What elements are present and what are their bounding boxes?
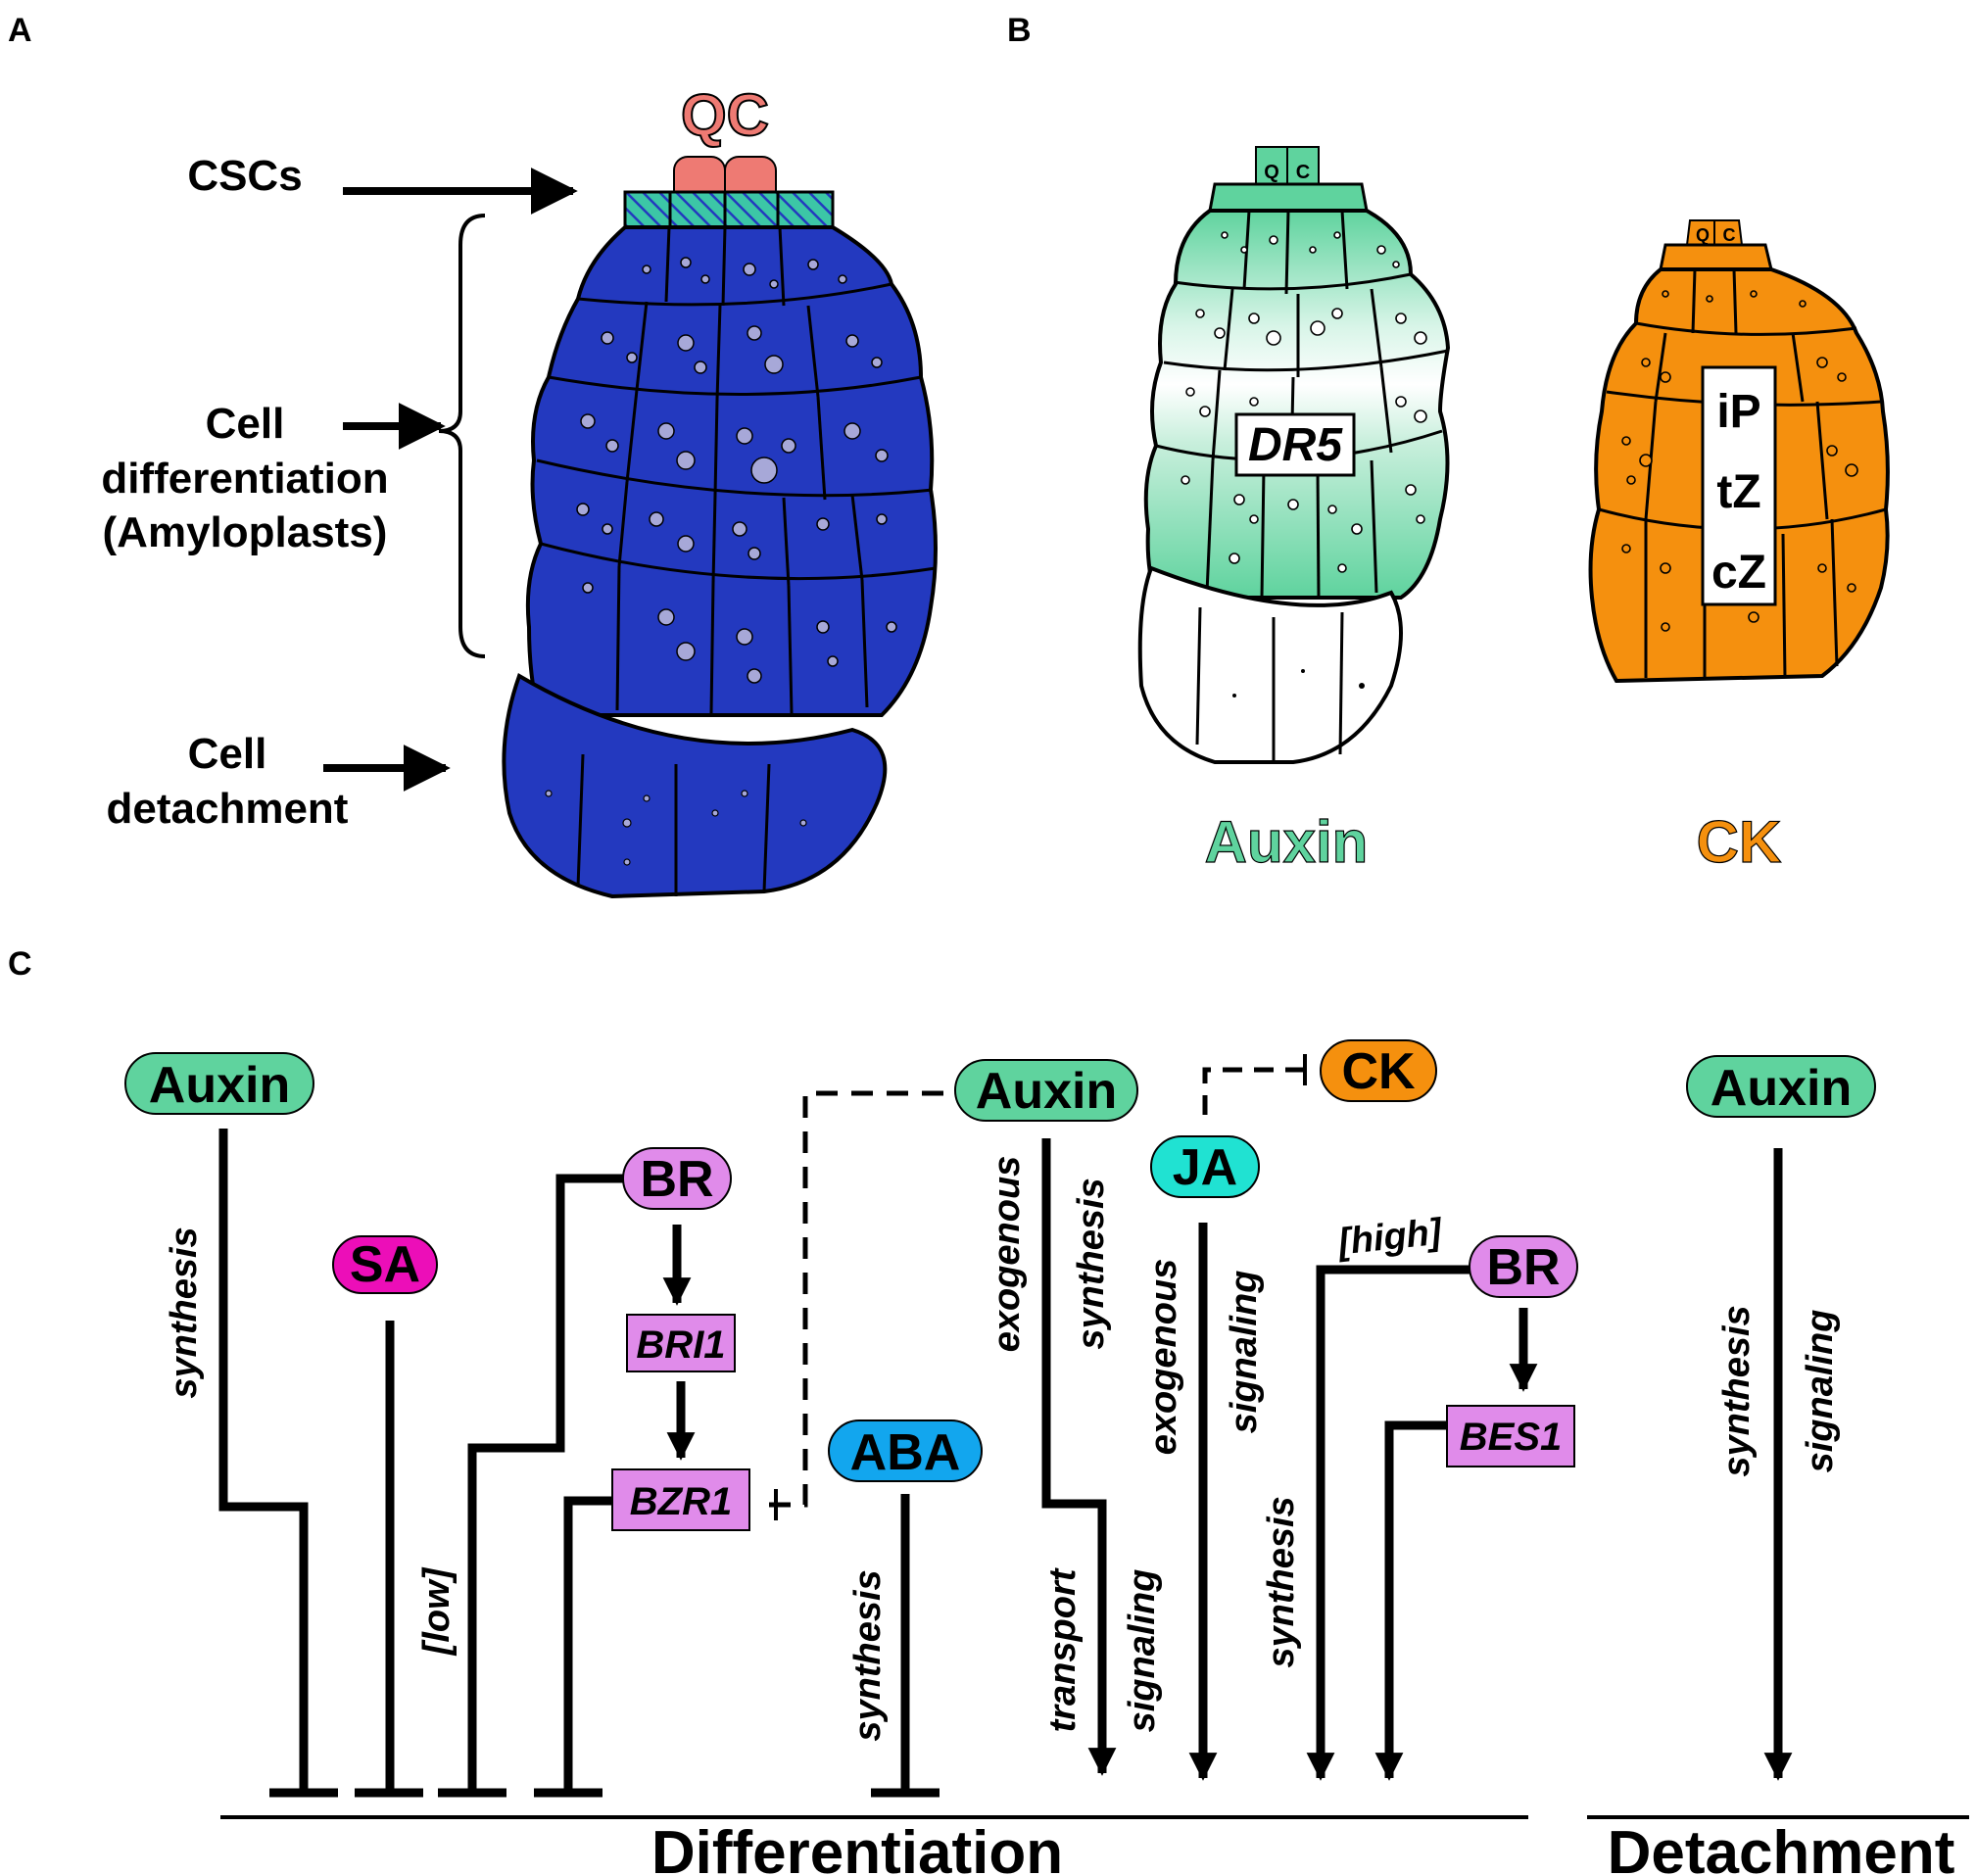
auxin2-exogenous-label: exogenous [987, 1156, 1028, 1353]
panel-letter-c: C [8, 945, 32, 983]
ck-types-box: iP tZ cZ [1701, 365, 1777, 606]
auxin-node-3: Auxin [1686, 1055, 1876, 1118]
br1-low-line [467, 1174, 623, 1793]
auxin-b-label: Auxin [1205, 809, 1369, 875]
auxin-root-cap [1137, 146, 1451, 764]
sa-node-label: SA [350, 1236, 420, 1293]
high-label: [high] [1335, 1212, 1445, 1264]
bzr1-box: BZR1 [611, 1468, 750, 1531]
bes1-label: BES1 [1460, 1416, 1563, 1459]
auxin-node-2: Auxin [954, 1059, 1138, 1122]
aba-node: ABA [828, 1419, 983, 1482]
auxin2-synthesis-label: synthesis [1071, 1178, 1112, 1349]
bzr1-label: BZR1 [630, 1480, 732, 1523]
br2-high-line [1306, 1265, 1470, 1781]
sa-node: SA [332, 1235, 438, 1294]
auxin1-synthesis-label: synthesis [164, 1227, 205, 1398]
csc-layer [623, 190, 835, 229]
bri1-label: BRI1 [636, 1323, 725, 1367]
br-node-1: BR [622, 1147, 732, 1210]
differentiation-label-2: differentiation [101, 455, 388, 503]
auxin-node-1: Auxin [124, 1052, 314, 1115]
panel-letter-a: A [8, 12, 32, 49]
ja-ck-dashed-link [1202, 1067, 1303, 1115]
auxin2-line [1041, 1138, 1117, 1776]
br2-synthesis-label: synthesis [1261, 1496, 1302, 1667]
dr5-box: DR5 [1234, 412, 1356, 477]
br-node-1-label: BR [640, 1151, 713, 1208]
panel-letter-b: B [1007, 12, 1032, 49]
bzr1-auxin-dashed-link [769, 1090, 955, 1508]
auxin2-signaling-label: signaling [1122, 1569, 1163, 1733]
detached-cells [502, 673, 888, 899]
auxin2-transport-label: transport [1042, 1567, 1084, 1732]
ja-node-label: JA [1173, 1139, 1237, 1196]
differentiation-label-3: (Amyloplasts) [103, 508, 388, 556]
low-label: [low] [416, 1566, 458, 1656]
auxin-node-3-label: Auxin [1711, 1060, 1852, 1117]
ja-signaling-label: signaling [1224, 1271, 1265, 1434]
qc-label: QC [681, 82, 769, 148]
ja-exogenous-label: exogenous [1143, 1259, 1184, 1456]
differentiation-outcome-label: Differentiation [651, 1819, 1063, 1876]
detachment-outcome-label: Detachment [1608, 1819, 1955, 1876]
differentiation-brace [438, 214, 486, 658]
ja-node: JA [1150, 1135, 1260, 1198]
ck-node: CK [1320, 1039, 1437, 1102]
ck-b-label: CK [1697, 809, 1782, 875]
differentiation-label-1: Cell [206, 400, 285, 448]
auxin3-signaling-label: signaling [1800, 1310, 1841, 1473]
bzr1-line [563, 1496, 612, 1793]
auxin-node-1-label: Auxin [149, 1057, 290, 1114]
dr5-label: DR5 [1248, 419, 1343, 471]
ck-node-label: CK [1341, 1043, 1416, 1100]
aba-node-label: ABA [850, 1424, 961, 1481]
ck-qc-c: C [1723, 225, 1736, 245]
auxin-qc-q: Q [1264, 162, 1279, 183]
bes1-line [1374, 1420, 1447, 1781]
ck-type-cz: cZ [1711, 547, 1766, 599]
ck-qc-q: Q [1696, 225, 1710, 245]
bes1-box: BES1 [1446, 1405, 1575, 1467]
columella-body [525, 225, 938, 717]
detachment-label-1: Cell [188, 730, 267, 778]
amyloplasts [576, 257, 897, 684]
auxin1-line [218, 1129, 309, 1793]
detachment-label-2: detachment [107, 785, 349, 833]
csc-label: CSCs [187, 152, 302, 200]
br-node-2: BR [1469, 1235, 1578, 1298]
auxin-node-2-label: Auxin [976, 1063, 1117, 1120]
auxin3-synthesis-label: synthesis [1716, 1305, 1758, 1476]
ck-type-tz: tZ [1716, 466, 1760, 518]
bri1-box: BRI1 [626, 1314, 736, 1372]
aba-synthesis-label: synthesis [847, 1569, 889, 1741]
br-node-2-label: BR [1486, 1239, 1560, 1296]
ck-type-ip: iP [1716, 386, 1760, 438]
auxin-qc-c: C [1296, 162, 1310, 183]
